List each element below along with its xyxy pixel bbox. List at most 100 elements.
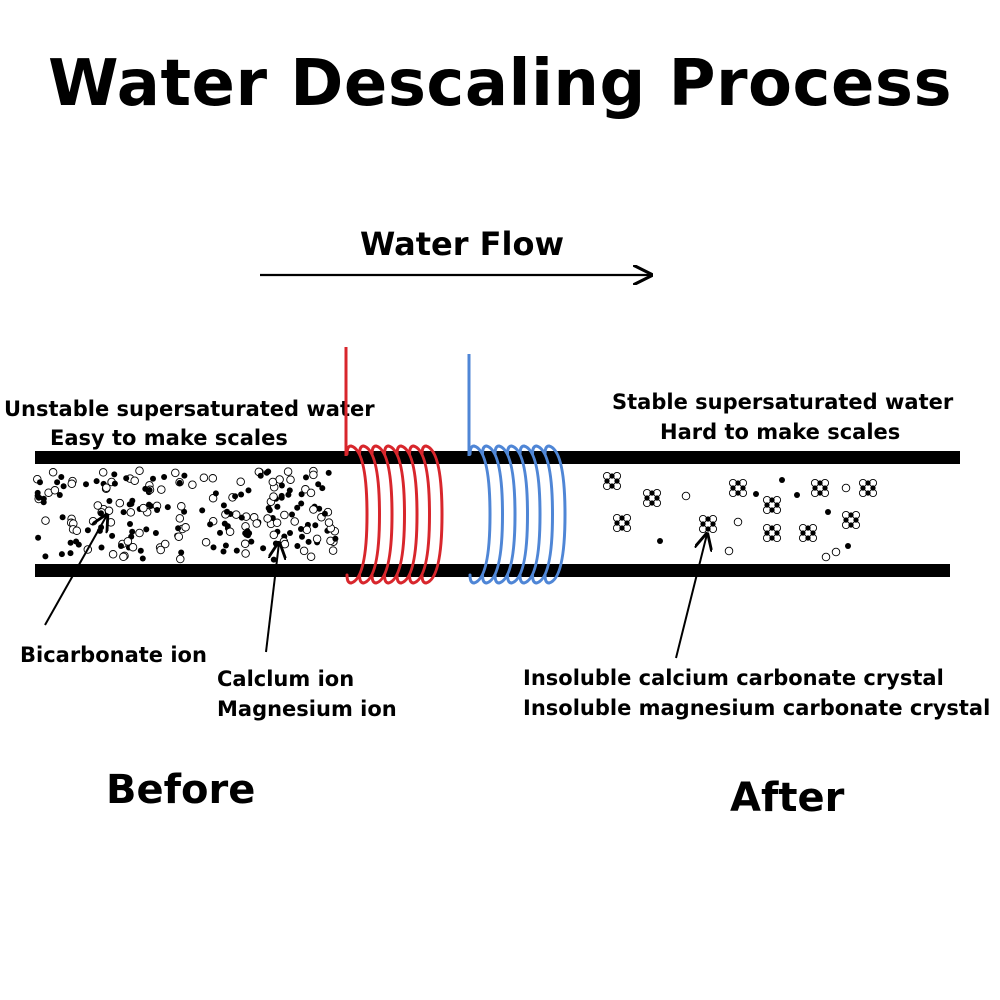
coil-loop	[531, 444, 555, 585]
calcium-ion-icon	[298, 500, 305, 507]
bicarbonate-ion-icon	[67, 479, 77, 489]
output-coil-blue	[467, 354, 567, 585]
calcium-ion-icon	[164, 504, 171, 511]
crystal-core-ion	[619, 515, 625, 521]
calcium-ion-icon	[154, 507, 161, 513]
calcium-ion-icon	[294, 543, 301, 549]
crystal-core-ion	[604, 478, 610, 484]
crystal-core-ion	[774, 502, 780, 508]
calcium-ion-icon	[257, 472, 264, 479]
calcium-ion-icon	[111, 480, 118, 487]
bicarbonate-ion-icon	[126, 508, 136, 517]
bicarbonate-ion-icon	[175, 514, 185, 523]
crystal-core-ion	[870, 485, 876, 491]
coil-loop	[481, 444, 505, 585]
bicarbonate-ion-icon	[724, 546, 734, 556]
page-title: Water Descaling Process	[47, 47, 953, 121]
calcium-ion-icon	[305, 538, 312, 545]
calcium-ion-icon	[238, 491, 245, 498]
calcium-ion-icon	[146, 501, 152, 508]
coil-loop	[420, 444, 444, 585]
bicarbonate-ion-icon	[236, 477, 245, 486]
crystal-core-ion	[649, 500, 655, 506]
calcium-ion-icon	[139, 555, 146, 562]
crystal-core-ion	[614, 478, 620, 484]
calcium-ion-icon	[232, 493, 239, 500]
magnesium-carbonate-crystal-label: Insoluble magnesium carbonate crystal	[523, 696, 991, 720]
calcium-ion-icon	[260, 545, 267, 552]
calcium-ion-icon	[303, 474, 309, 481]
calcium-ion-icon	[58, 474, 65, 480]
calcium-ion-icon	[75, 541, 82, 548]
calcium-ion-icon	[67, 539, 74, 546]
calcium-ion-icon	[67, 550, 74, 557]
carbonate-crystal-icon	[841, 510, 861, 530]
calcium-ion-icon	[845, 543, 851, 549]
bicarbonate-ion-icon	[181, 523, 190, 532]
calcium-ion-icon	[58, 551, 65, 558]
calcium-ion-icon	[753, 491, 759, 497]
calcium-ion-icon	[222, 542, 229, 549]
calcium-ion-icon	[794, 492, 800, 498]
coil-loop	[345, 444, 369, 585]
bicarbonate-ion-icon	[280, 539, 290, 549]
bicarbonate-ion-icon	[280, 510, 289, 520]
calcium-ion-icon	[294, 504, 301, 511]
crystal-core-ion	[654, 495, 660, 501]
carbonate-crystal-icon	[858, 478, 878, 498]
bicarbonate-ion-icon	[231, 510, 241, 519]
calcium-ion-icon	[111, 471, 118, 478]
crystal-core-ion	[769, 535, 775, 541]
calcium-ion-icon	[217, 529, 223, 536]
crystal-core-ion	[644, 495, 650, 501]
after-state-line1: Stable supersaturated water	[612, 390, 954, 414]
bicarbonate-ion-icon	[119, 552, 128, 562]
bicarbonate-ion-icon	[302, 525, 312, 535]
bicarbonate-ion-icon	[312, 534, 322, 544]
before-caption: Before	[106, 767, 256, 813]
calcium-ion-label: Calclum ion	[217, 667, 355, 691]
calcium-ion-icon	[98, 510, 104, 517]
calcium-ion-icon	[129, 497, 136, 504]
coil-loop	[408, 444, 432, 585]
calcium-ion-icon	[319, 485, 326, 492]
crystal-core-ion	[805, 535, 811, 541]
calcium-ion-icon	[137, 547, 144, 554]
bicarbonate-ion-icon	[831, 547, 841, 557]
calcium-ion-icon	[35, 494, 42, 501]
bicarbonate-ion-icon	[123, 537, 133, 546]
bicarbonate-ion-icon	[41, 516, 50, 525]
before-state-line1: Unstable supersaturated water	[4, 397, 375, 421]
carbonate-crystal-icon	[642, 488, 662, 508]
crystal-core-ion	[769, 525, 775, 531]
calcium-ion-icon	[37, 479, 43, 486]
calcium-ion-icon	[199, 507, 206, 514]
calcium-ion-icon	[332, 535, 339, 542]
calcium-ion-icon	[35, 534, 42, 541]
carbonate-crystal-icon	[698, 514, 718, 534]
input-coil-red	[344, 347, 444, 585]
bicarbonate-ion-icon	[681, 491, 691, 501]
magnesium-ion-label: Magnesium ion	[217, 697, 397, 721]
calcium-ion-icon	[93, 478, 100, 485]
bicarbonate-ion-icon	[263, 514, 272, 523]
carbonate-crystal-icon	[612, 513, 632, 533]
bicarbonate-ion-icon	[306, 552, 316, 561]
bicarbonate-ion-icon	[102, 483, 111, 492]
bicarbonate-ion-icon	[283, 467, 293, 476]
coil-loop	[370, 444, 394, 585]
carbonate-crystal-icon	[762, 523, 782, 543]
before-state-line2: Easy to make scales	[50, 426, 288, 450]
bicarbonate-ion-icon	[160, 539, 170, 549]
calcium-ion-icon	[143, 526, 150, 533]
calcium-ion-icon	[34, 489, 41, 496]
bicarbonate-ion-icon	[171, 468, 180, 478]
calcium-ion-icon	[289, 511, 295, 518]
bicarbonate-ion-icon	[306, 488, 316, 498]
crystal-core-ion	[800, 530, 806, 536]
bicarbonate-ion-icon	[50, 486, 60, 495]
calcium-ion-icon	[176, 479, 183, 486]
crystal-core-ion	[774, 530, 780, 536]
coil-loop	[506, 444, 530, 585]
bicarbonate-ion-icon	[821, 552, 831, 562]
